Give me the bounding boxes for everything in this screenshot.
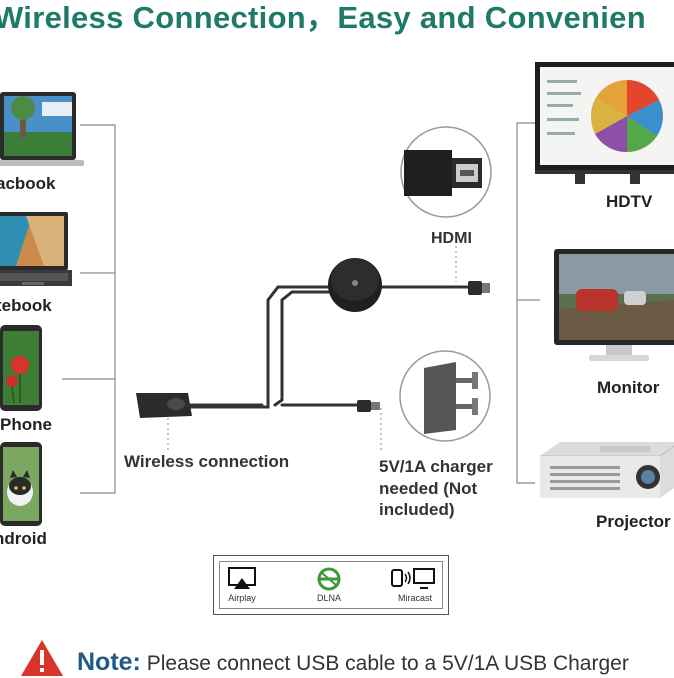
dlna-icon <box>317 567 341 591</box>
projector-label: Projector <box>596 512 671 531</box>
phone-image <box>0 325 42 411</box>
monitor-label: Monitor <box>597 378 660 397</box>
airplay-label: Airplay <box>228 593 256 603</box>
macbook-label: acbook <box>0 174 56 193</box>
notebook-image <box>0 212 72 286</box>
monitor-image <box>554 249 674 361</box>
miracast-icon <box>391 568 435 589</box>
hdmi-label: HDMI <box>431 230 472 247</box>
note-label: Note: <box>77 648 141 676</box>
page-title: Wireless Connection，Easy and Convenien <box>0 0 646 35</box>
macbook-image <box>0 92 84 166</box>
hdtv-label: HDTV <box>606 192 653 211</box>
charger-label-line3: included) <box>379 500 455 519</box>
note-text: Please connect USB cable to a 5V/1A USB … <box>140 652 629 675</box>
charger-label-line2: needed (Not <box>379 479 478 498</box>
phone-label: Phone <box>0 415 52 434</box>
notebook-label: tebook <box>0 296 52 315</box>
note: Note: Please connect USB cable to a 5V/1… <box>77 648 629 677</box>
hdtv-image <box>535 62 674 184</box>
android-label: ndroid <box>0 529 47 548</box>
warning-icon <box>21 640 63 676</box>
projector-image <box>540 442 674 498</box>
protocol-box <box>213 555 449 615</box>
protocol-box-inner <box>219 561 443 609</box>
airplay-icon <box>228 567 256 589</box>
dlna-label: DLNA <box>316 593 341 603</box>
charger-label-line1: 5V/1A charger <box>379 457 493 476</box>
wireless-connection-label: Wireless connection <box>124 452 290 471</box>
android-image <box>0 442 42 526</box>
miracast-label: Miracast <box>397 593 432 603</box>
